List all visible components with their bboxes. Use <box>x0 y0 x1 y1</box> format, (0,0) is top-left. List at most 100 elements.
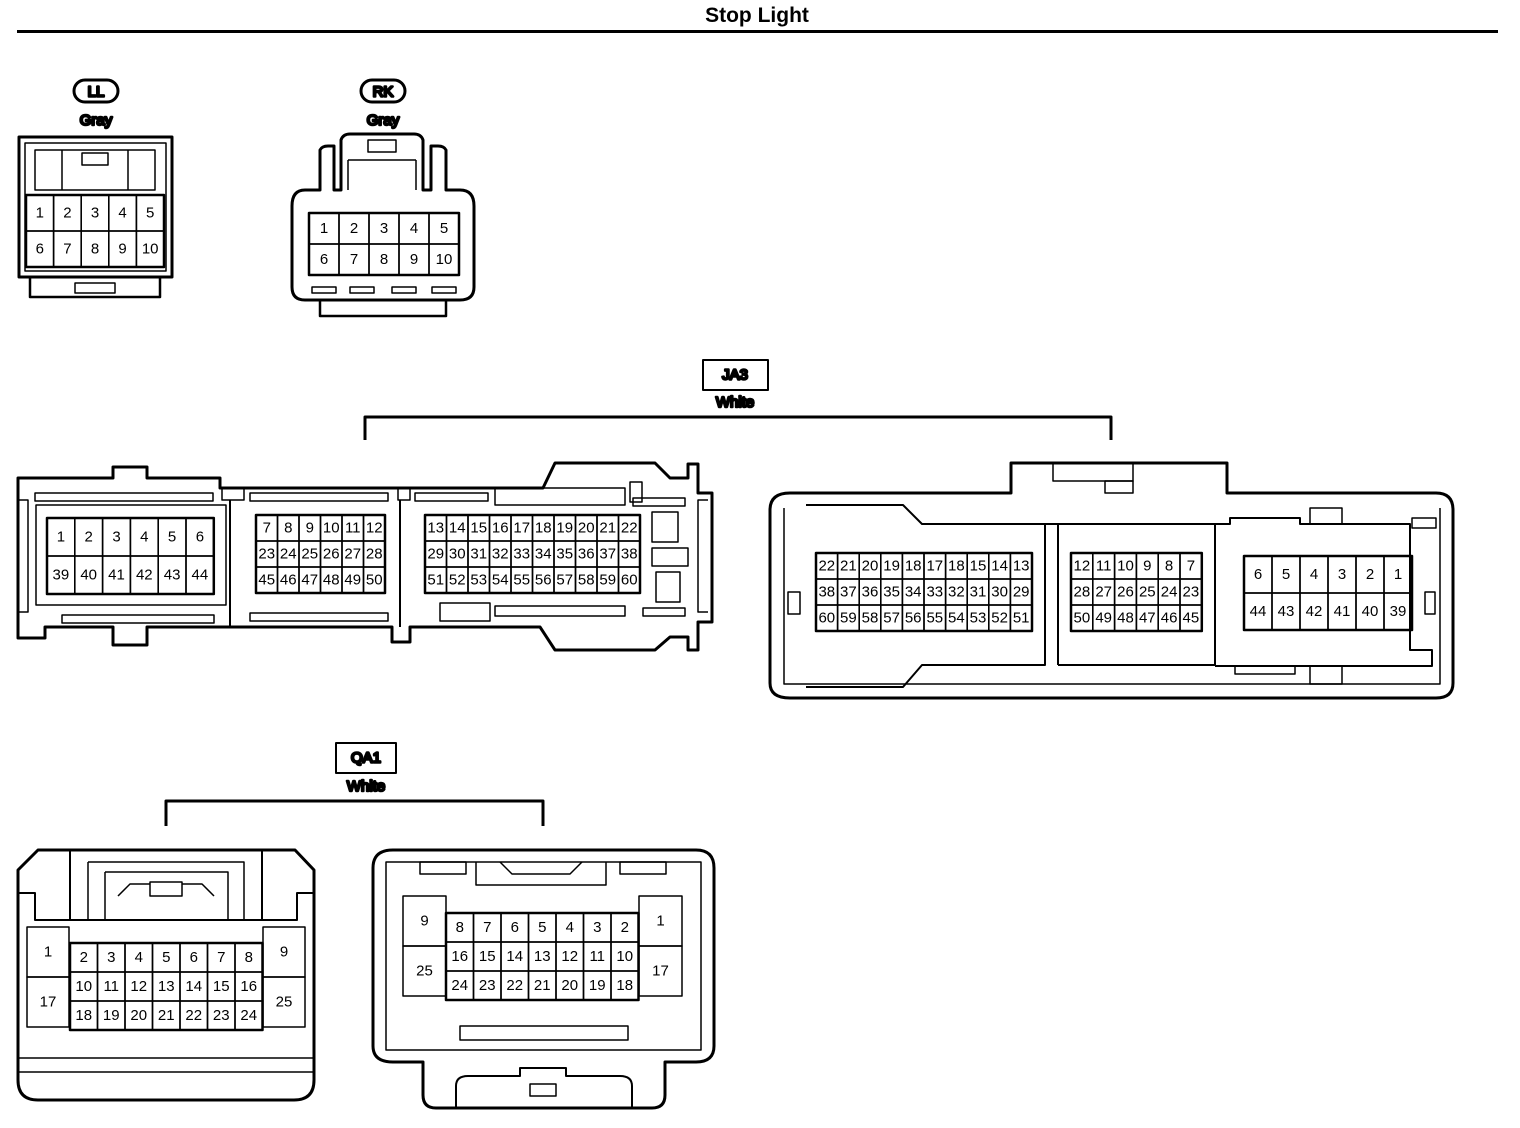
connector-qa1-bracket <box>164 799 545 826</box>
ja3-right-a-pin-43: 43 <box>1278 603 1295 620</box>
ja3-right-a-pin-41: 41 <box>1334 603 1351 620</box>
qa1-left-pin-25: 25 <box>276 994 293 1011</box>
qa1-right-pin-15: 15 <box>479 948 496 965</box>
qa1-left-pin-19: 19 <box>103 1007 120 1024</box>
ja3-left-c-pin-54: 54 <box>492 572 509 589</box>
ja3-right-c-pin-35: 35 <box>883 584 900 601</box>
ja3-left-c-pin-14: 14 <box>449 520 466 537</box>
ja3-left-a-pin-5: 5 <box>168 529 176 546</box>
ll-pin-8: 8 <box>91 241 99 258</box>
ja3-right-b-pin-46: 46 <box>1161 610 1178 627</box>
qa1-left-pin-20: 20 <box>130 1007 147 1024</box>
rk-pin-7: 7 <box>350 251 358 268</box>
ja3-right-a-pin-39: 39 <box>1390 603 1407 620</box>
qa1-left-pin-11: 11 <box>103 978 119 995</box>
ja3-right-b-pin-7: 7 <box>1187 558 1195 575</box>
qa1-left-pin-14: 14 <box>185 978 202 995</box>
connector-ll-code: LL <box>88 84 105 101</box>
ja3-left-c-pin-15: 15 <box>470 520 487 537</box>
ja3-right-b-pin-48: 48 <box>1117 610 1134 627</box>
qa1-right-pin-2: 2 <box>621 919 629 936</box>
ja3-left-a-pin-43: 43 <box>164 567 181 584</box>
ja3-left-b-pin-49: 49 <box>344 572 361 589</box>
qa1-right-pin-11: 11 <box>589 948 605 965</box>
qa1-right-pin-6: 6 <box>511 919 519 936</box>
qa1-right-pin-22: 22 <box>506 977 523 994</box>
ja3-right-c-pin-56: 56 <box>905 610 922 627</box>
ja3-left-b-pin-50-cell <box>362 566 386 594</box>
ja3-right-c-pin-21: 21 <box>840 558 857 575</box>
ja3-right-b-pin-45: 45 <box>1183 610 1200 627</box>
ja3-left-c-pin-56: 56 <box>535 572 552 589</box>
ja3-left-b-pin-27: 27 <box>344 546 361 563</box>
ll-pin-3: 3 <box>91 205 99 222</box>
rk-pin-6: 6 <box>320 251 328 268</box>
ja3-right-c-pin-29: 29 <box>1013 584 1030 601</box>
ja3-right-c-pin-22: 22 <box>818 558 835 575</box>
ja3-left-b-pin-7: 7 <box>263 520 271 537</box>
qa1-right-pin-17-cell <box>638 945 683 997</box>
ja3-left-c-pin-32: 32 <box>492 546 509 563</box>
ja3-right-b-pin-45-cell <box>1179 604 1203 632</box>
connector-ja3-right-housing <box>768 461 1455 700</box>
ja3-left-b-pin-28: 28 <box>366 546 383 563</box>
qa1-right-pin-18: 18 <box>616 977 633 994</box>
ja3-left-a-pin-1: 1 <box>57 529 65 546</box>
qa1-right-pin-13: 13 <box>534 948 551 965</box>
ja3-left-c-pin-35: 35 <box>556 546 573 563</box>
ja3-left-c-pin-20: 20 <box>578 520 595 537</box>
ja3-right-c-pin-20: 20 <box>862 558 879 575</box>
ja3-right-c-pin-17: 17 <box>926 558 943 575</box>
ja3-right-c-pin-60: 60 <box>818 610 835 627</box>
ja3-right-c-pin-19: 19 <box>883 558 900 575</box>
ja3-left-c-pin-13: 13 <box>427 520 444 537</box>
ja3-right-a-pin-1: 1 <box>1394 566 1402 583</box>
qa1-right-pin-19: 19 <box>589 977 606 994</box>
ja3-right-b-pin-50: 50 <box>1074 610 1091 627</box>
ja3-left-c-pin-34: 34 <box>535 546 552 563</box>
ja3-right-b-pin-49: 49 <box>1095 610 1112 627</box>
ja3-left-c-pin-58: 58 <box>578 572 595 589</box>
ja3-left-a-pin-41: 41 <box>108 567 125 584</box>
qa1-right-pin-21: 21 <box>534 977 551 994</box>
ja3-left-c-pin-29: 29 <box>427 546 444 563</box>
ll-pin-4: 4 <box>118 205 126 222</box>
ja3-left-c-pin-57: 57 <box>556 572 573 589</box>
qa1-right-pin-4: 4 <box>566 919 574 936</box>
ja3-right-c-pin-58: 58 <box>862 610 879 627</box>
ja3-right-b-pin-47: 47 <box>1139 610 1156 627</box>
ja3-right-b-pin-23: 23 <box>1183 584 1200 601</box>
ja3-right-c-pin-37: 37 <box>840 584 857 601</box>
ja3-right-b-pin-9: 9 <box>1143 558 1151 575</box>
ja3-left-c-pin-53: 53 <box>470 572 487 589</box>
ll-pin-6: 6 <box>36 241 44 258</box>
ja3-right-a-pin-3: 3 <box>1338 566 1346 583</box>
ll-pin-7: 7 <box>63 241 71 258</box>
qa1-right-pin-16: 16 <box>451 948 468 965</box>
ja3-left-b-pin-23: 23 <box>258 546 275 563</box>
rk-pin-8: 8 <box>380 251 388 268</box>
qa1-right-pin-14: 14 <box>506 948 523 965</box>
connector-rk-code: RK <box>373 84 394 101</box>
qa1-left-pin-12: 12 <box>130 978 147 995</box>
ja3-left-c-pin-22: 22 <box>621 520 638 537</box>
ja3-right-a-pin-2: 2 <box>1366 566 1374 583</box>
ja3-left-c-pin-17: 17 <box>513 520 530 537</box>
connector-ja3-code: JA3 <box>722 367 748 384</box>
rk-pin-1: 1 <box>320 220 328 237</box>
ja3-right-c-pin-14: 14 <box>991 558 1008 575</box>
ja3-right-c-pin-51: 51 <box>1013 610 1030 627</box>
qa1-left-pin-23: 23 <box>213 1007 230 1024</box>
connector-qa1-color: White <box>347 778 385 795</box>
rk-pin-3: 3 <box>380 220 388 237</box>
connector-ja3-color: White <box>716 394 754 411</box>
ja3-right-b-pin-28: 28 <box>1074 584 1091 601</box>
page-title: Stop Light <box>705 4 809 27</box>
ja3-left-a-pin-44-cell <box>185 555 215 595</box>
ja3-right-c-pin-32: 32 <box>948 584 965 601</box>
ja3-left-b-pin-8: 8 <box>284 520 292 537</box>
qa1-left-pin-25-cell <box>262 976 306 1028</box>
